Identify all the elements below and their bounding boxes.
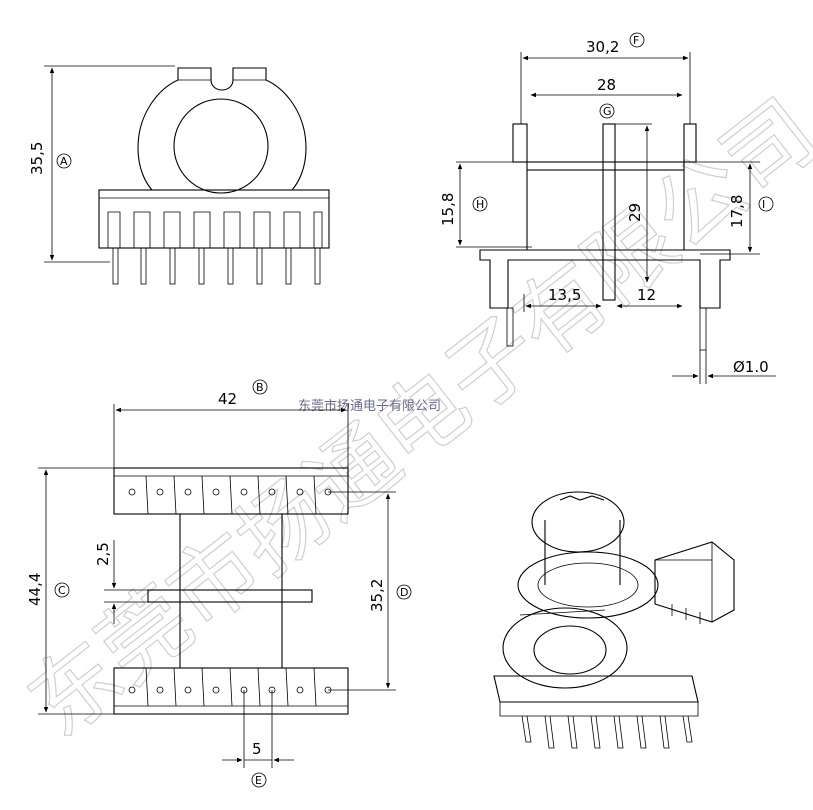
dim-F-value: 30,2 [586, 38, 619, 56]
front-view: 35,5 A [28, 65, 330, 285]
dim-I-tag: I [762, 198, 765, 211]
dim-B-value: 42 [218, 390, 237, 408]
dim-2-5-value: 2,5 [94, 542, 112, 566]
dim-28-value: 28 [597, 76, 616, 94]
dim-F-tag: F [633, 34, 639, 47]
dim-C-tag: C [58, 584, 66, 597]
top-row-pins [128, 475, 332, 515]
dim-H-value: 15,8 [439, 193, 457, 226]
dim-12-value: 12 [637, 286, 656, 304]
isometric-view [493, 491, 735, 749]
dim-E-tag: E [255, 774, 262, 787]
dim-pin-value: Ø1.0 [733, 358, 769, 376]
bottom-row-pins [128, 667, 332, 707]
dim-D-tag: D [400, 586, 408, 599]
side-view: 30,2 F 28 G 29 15,8 H 17,8 I 13,5 12 [439, 32, 776, 384]
dim-29-value: 29 [626, 203, 644, 222]
watermark-large-text: 东莞市扬通电子有限公司 [10, 79, 813, 756]
watermark-small-text: 东莞市扬通电子有限公司 [298, 398, 441, 414]
front-pin-slots [107, 211, 323, 248]
watermark: 东莞市扬通电子有限公司 [9, 79, 813, 757]
dim-I-value: 17,8 [728, 195, 746, 228]
dim-G-tag: G [603, 105, 612, 118]
iso-front-pins [521, 715, 693, 749]
dim-B-tag: B [256, 381, 264, 394]
dim-13-5-value: 13,5 [548, 286, 581, 304]
dim-A-value: 35,5 [28, 142, 46, 175]
dim-H-tag: H [476, 198, 484, 211]
dim-D-value: 35,2 [368, 579, 386, 612]
dim-A-tag: A [60, 155, 68, 168]
dim-C-value: 44,4 [26, 573, 44, 606]
dim-E-value: 5 [252, 740, 262, 758]
top-view: 42 B 44,4 C 35,2 D 2,5 5 E [26, 379, 412, 788]
front-pins [112, 247, 321, 285]
